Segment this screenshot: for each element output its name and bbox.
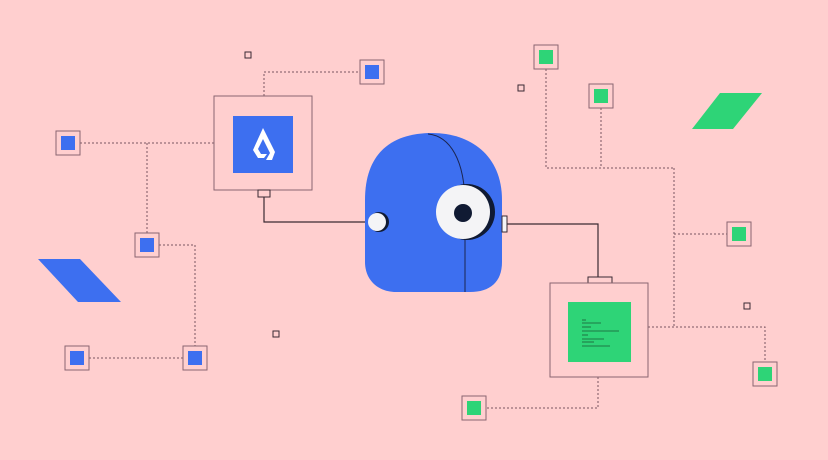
node-frame bbox=[64, 345, 90, 371]
solid-connectors bbox=[263, 197, 599, 277]
tiny-square bbox=[743, 302, 751, 310]
node-frame bbox=[134, 232, 160, 258]
document-box-connector bbox=[587, 276, 613, 284]
tiny-square bbox=[517, 84, 525, 92]
head-connector bbox=[501, 215, 508, 233]
lisk-logo-icon bbox=[253, 128, 275, 160]
nodes bbox=[55, 44, 778, 421]
logo-tile bbox=[233, 116, 293, 173]
logo-box bbox=[213, 95, 313, 198]
green-node bbox=[467, 401, 481, 415]
node-frame bbox=[182, 345, 208, 371]
blue-node bbox=[188, 351, 202, 365]
green-node bbox=[539, 50, 553, 64]
green-node bbox=[758, 367, 772, 381]
blue-node bbox=[61, 136, 75, 150]
node-frame bbox=[726, 221, 752, 247]
document-box bbox=[549, 276, 649, 378]
node-frame bbox=[588, 83, 614, 109]
tiny-square bbox=[272, 330, 280, 338]
green-parallelogram bbox=[692, 93, 762, 129]
pupil bbox=[454, 204, 472, 222]
node-frame bbox=[752, 361, 778, 387]
green-node bbox=[594, 89, 608, 103]
node-frame bbox=[359, 59, 385, 85]
blue-parallelogram bbox=[38, 259, 121, 302]
tiny-square bbox=[244, 51, 252, 59]
logo-box-connector bbox=[257, 189, 271, 198]
dotted-connectors bbox=[80, 69, 766, 409]
node-frame bbox=[533, 44, 559, 70]
green-node bbox=[732, 227, 746, 241]
blue-node bbox=[70, 351, 84, 365]
node-frame bbox=[55, 130, 81, 156]
blue-node bbox=[140, 238, 154, 252]
blue-node bbox=[365, 65, 379, 79]
node-frame bbox=[461, 395, 487, 421]
robot-head bbox=[365, 133, 508, 292]
code-document-icon bbox=[568, 302, 631, 362]
